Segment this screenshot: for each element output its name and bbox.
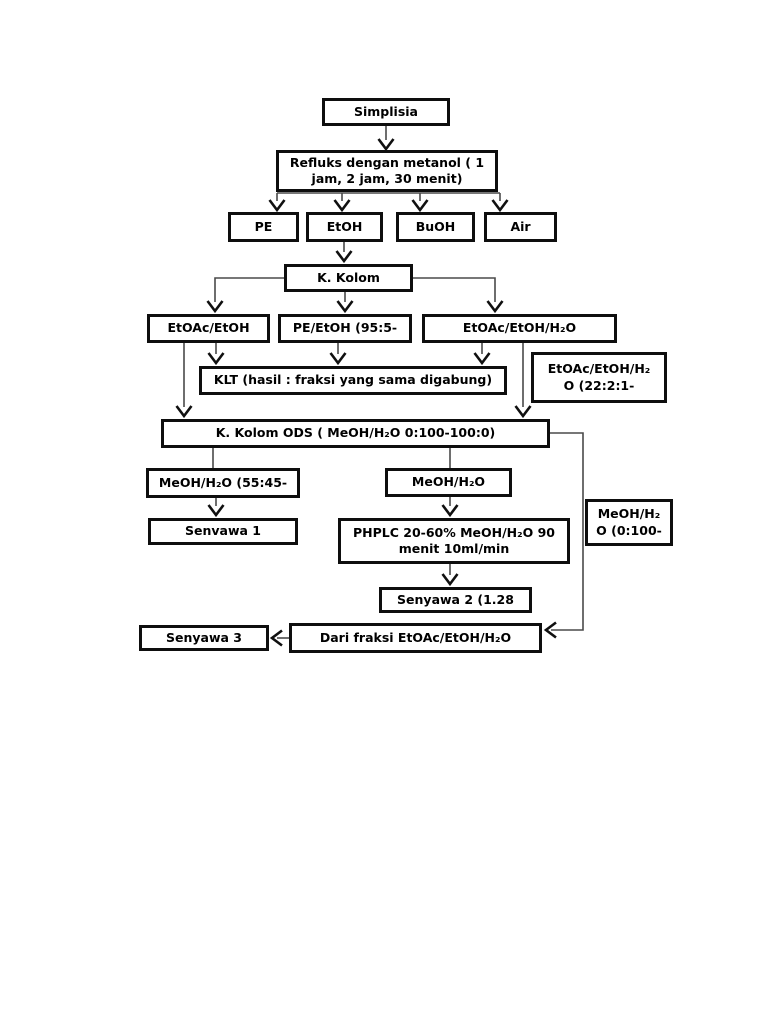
node-etoac-etoh-h2o: EtOAc/EtOH/H₂O bbox=[422, 314, 617, 343]
node-senvawa-1: Senvawa 1 bbox=[148, 518, 298, 545]
node-phplc: PHPLC 20-60% MeOH/H₂O 90 menit 10ml/min bbox=[338, 518, 570, 564]
arrow-heads bbox=[175, 138, 557, 647]
node-etoh: EtOH bbox=[306, 212, 383, 242]
node-buoh: BuOH bbox=[396, 212, 475, 242]
node-senyawa-2: Senyawa 2 (1.28 bbox=[379, 587, 532, 613]
node-refluks-metanol: Refluks dengan metanol ( 1 jam, 2 jam, 3… bbox=[276, 150, 498, 192]
node-eluent-meoh-h2o: MeOH/H₂ O (0:100- bbox=[585, 499, 673, 546]
node-eluent-etoac-etoh-h2o: EtOAc/EtOH/H₂ O (22:2:1- bbox=[531, 352, 667, 403]
node-klt: KLT (hasil : fraksi yang sama digabung) bbox=[199, 366, 507, 395]
node-senyawa-3: Senyawa 3 bbox=[139, 625, 269, 651]
node-etoac-etoh: EtOAc/EtOH bbox=[147, 314, 270, 343]
node-k-kolom: K. Kolom bbox=[284, 264, 413, 292]
node-simplisia: Simplisia bbox=[322, 98, 450, 126]
node-meoh-h2o: MeOH/H₂O bbox=[385, 468, 512, 497]
node-pe: PE bbox=[228, 212, 299, 242]
node-k-kolom-ods: K. Kolom ODS ( MeOH/H₂O 0:100-100:0) bbox=[161, 419, 550, 448]
edge-lines bbox=[183, 126, 584, 639]
node-air: Air bbox=[484, 212, 557, 242]
node-dari-fraksi: Dari fraksi EtOAc/EtOH/H₂O bbox=[289, 623, 542, 653]
node-meoh-h2o-5545: MeOH/H₂O (55:45- bbox=[146, 468, 300, 498]
node-pe-etoh: PE/EtOH (95:5- bbox=[278, 314, 412, 343]
